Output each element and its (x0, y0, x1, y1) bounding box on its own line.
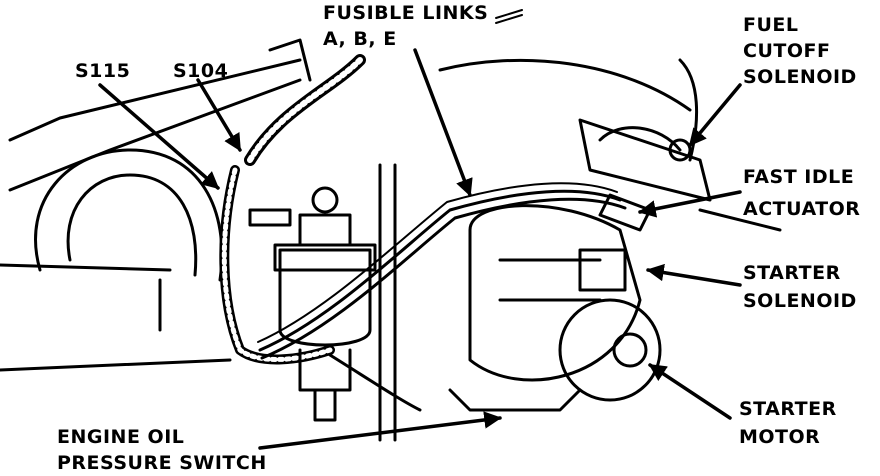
wiring-harness (219, 54, 627, 412)
fuel-filter-assembly (248, 186, 377, 422)
label-starter-solenoid-2: SOLENOID (743, 290, 857, 312)
label-fusible-links: FUSIBLE LINKS (323, 2, 489, 24)
label-fuel-cutoff-3: SOLENOID (743, 66, 857, 88)
label-fusible-links-sub: A, B, E (323, 28, 397, 50)
label-starter-motor-2: MOTOR (739, 426, 821, 448)
label-oil-switch-1: ENGINE OIL (57, 426, 185, 448)
label-starter-solenoid-1: STARTER (743, 262, 841, 284)
label-oil-switch-2: PRESSURE SWITCH (57, 452, 267, 474)
starter-motor (448, 204, 662, 412)
label-s115: S115 (75, 60, 131, 82)
label-fast-idle-2: ACTUATOR (743, 198, 861, 220)
engine-body-outline (0, 38, 692, 442)
label-starter-motor-1: STARTER (739, 398, 837, 420)
label-fuel-cutoff-1: FUEL (743, 14, 799, 36)
label-fast-idle-1: FAST IDLE (743, 166, 855, 188)
label-s104: S104 (173, 60, 229, 82)
fusible-link-symbol (495, 9, 523, 24)
label-fuel-cutoff-2: CUTOFF (743, 40, 831, 62)
injection-pump-assembly (578, 58, 782, 232)
leader-arrows (98, 48, 742, 450)
